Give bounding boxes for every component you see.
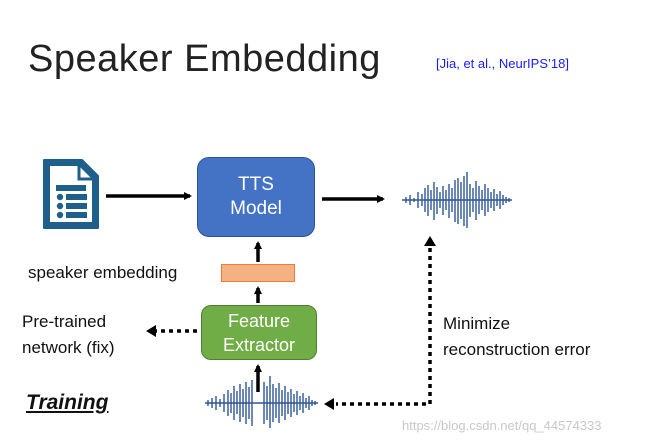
feature-extractor-line2: Extractor (222, 334, 296, 355)
pretrained-label-line2: network (fix) (22, 338, 115, 357)
feature-extractor-line1: Feature (227, 310, 291, 331)
watermark: https://blog.csdn.net/qq_44574333 (402, 418, 602, 433)
tts-model-box: TTS Model (197, 157, 315, 237)
tts-model-line1: TTS (238, 174, 274, 195)
speaker-embedding-label: speaker embedding (28, 263, 178, 282)
page-title: Speaker Embedding (28, 38, 381, 80)
feature-extractor-box: Feature Extractor (201, 305, 317, 360)
text-document-icon (43, 159, 99, 229)
speaker-embedding-bar (221, 264, 295, 282)
training-label: Training (26, 391, 109, 414)
input-waveform-icon (205, 376, 318, 428)
minimize-label-line1: Minimize (443, 314, 511, 333)
minimize-label-line2: reconstruction error (443, 340, 591, 359)
output-waveform-icon (402, 172, 512, 228)
dotted-loop-reconstruction (336, 248, 432, 406)
citation: [Jia, et al., NeurIPS’18] (436, 56, 569, 71)
pretrained-label-line1: Pre-trained (22, 312, 107, 331)
tts-model-line2: Model (230, 198, 282, 219)
